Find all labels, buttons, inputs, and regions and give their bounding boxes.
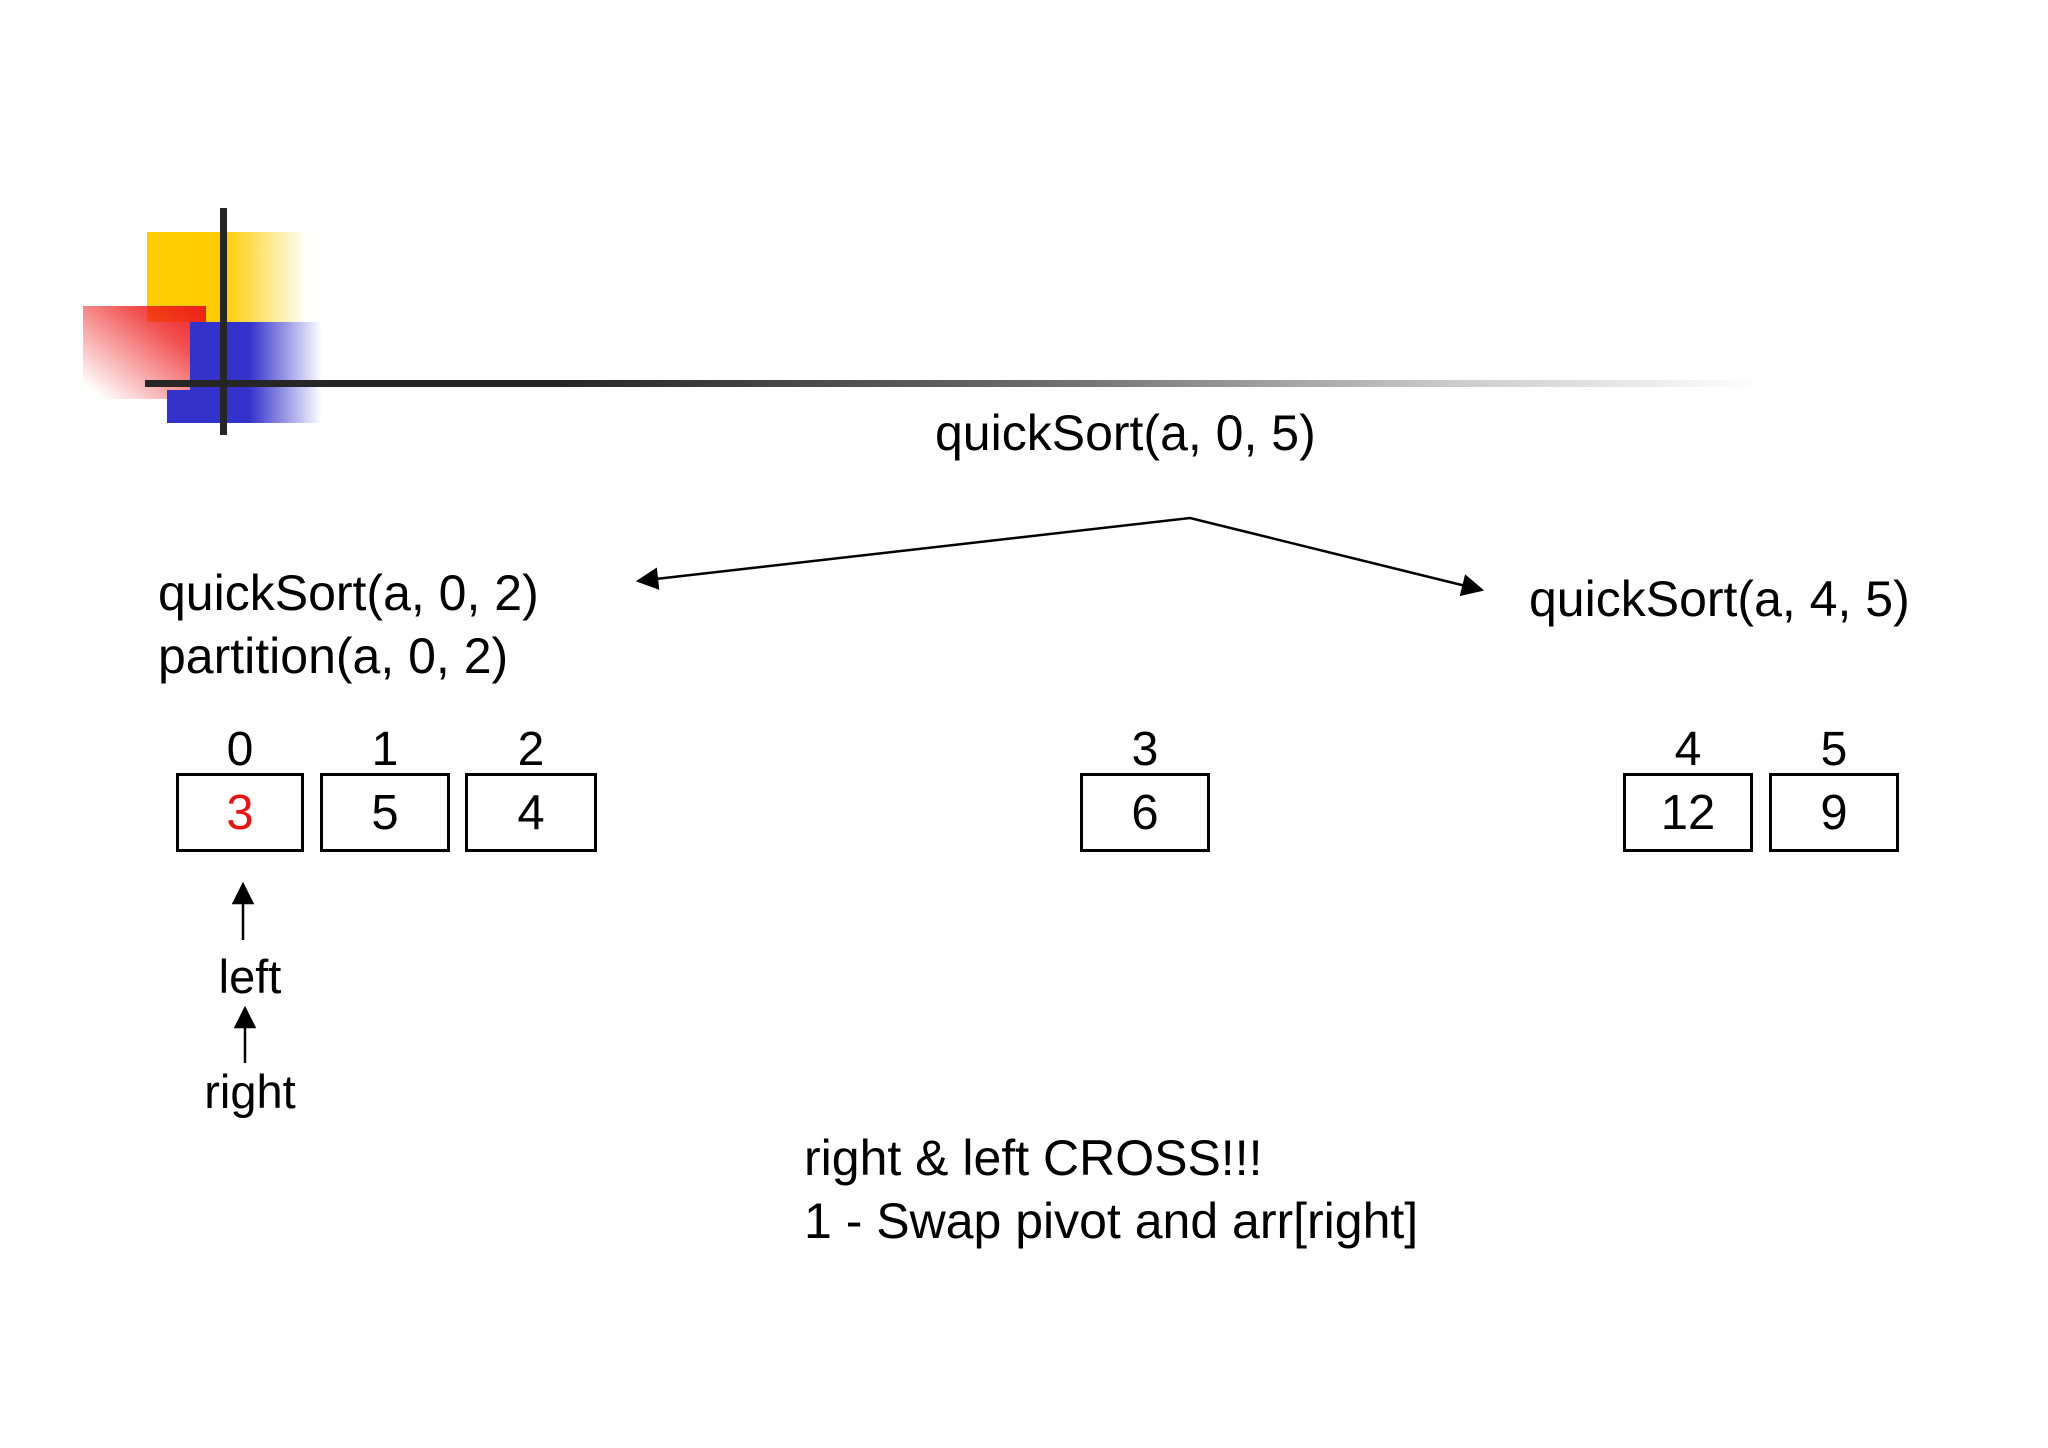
cell-value: 6 xyxy=(1131,785,1159,840)
cell-box: 6 xyxy=(1080,773,1210,852)
header-rule-line xyxy=(145,380,1810,387)
cell-value: 12 xyxy=(1660,785,1716,840)
left-branch-partition-label: partition(a, 0, 2) xyxy=(158,628,509,684)
array-cell-0: 0 3 xyxy=(176,726,304,852)
cell-box: 3 xyxy=(176,773,304,852)
array-cell-4: 4 12 xyxy=(1623,726,1753,852)
array-cell-5: 5 9 xyxy=(1769,726,1899,852)
left-branch-quicksort-label: quickSort(a, 0, 2) xyxy=(158,565,539,621)
cell-index: 1 xyxy=(371,723,399,776)
array-cell-2: 2 4 xyxy=(465,726,597,852)
cell-box: 5 xyxy=(320,773,450,852)
left-pointer-label: left xyxy=(218,950,282,1003)
cell-index: 5 xyxy=(1820,723,1848,776)
cell-index: 4 xyxy=(1674,723,1702,776)
logo-blue-square-foot xyxy=(167,390,197,423)
cell-index: 3 xyxy=(1131,723,1159,776)
right-pointer-label: right xyxy=(204,1065,296,1118)
cell-value-pivot: 3 xyxy=(226,785,254,840)
logo-blue-square xyxy=(190,322,322,423)
root-call-label: quickSort(a, 0, 5) xyxy=(935,405,1316,461)
cell-index: 2 xyxy=(517,723,545,776)
cell-index: 0 xyxy=(226,723,254,776)
cross-note-line1: right & left CROSS!!! xyxy=(804,1130,1263,1186)
right-branch-quicksort-label: quickSort(a, 4, 5) xyxy=(1529,571,1910,627)
cell-value: 4 xyxy=(517,785,545,840)
array-cell-1: 1 5 xyxy=(320,726,450,852)
branch-arrows xyxy=(635,516,1485,597)
left-branch-labels: quickSort(a, 0, 2) partition(a, 0, 2) xyxy=(158,562,539,688)
logo-vertical-line xyxy=(220,208,227,435)
cell-value: 5 xyxy=(371,785,399,840)
array-cell-3: 3 6 xyxy=(1080,726,1210,852)
cell-box: 12 xyxy=(1623,773,1753,852)
cross-note: right & left CROSS!!! 1 - Swap pivot and … xyxy=(804,1127,1418,1253)
cell-box: 9 xyxy=(1769,773,1899,852)
cell-box: 4 xyxy=(465,773,597,852)
cross-note-line2: 1 - Swap pivot and arr[right] xyxy=(804,1193,1419,1249)
cell-value: 9 xyxy=(1820,785,1848,840)
